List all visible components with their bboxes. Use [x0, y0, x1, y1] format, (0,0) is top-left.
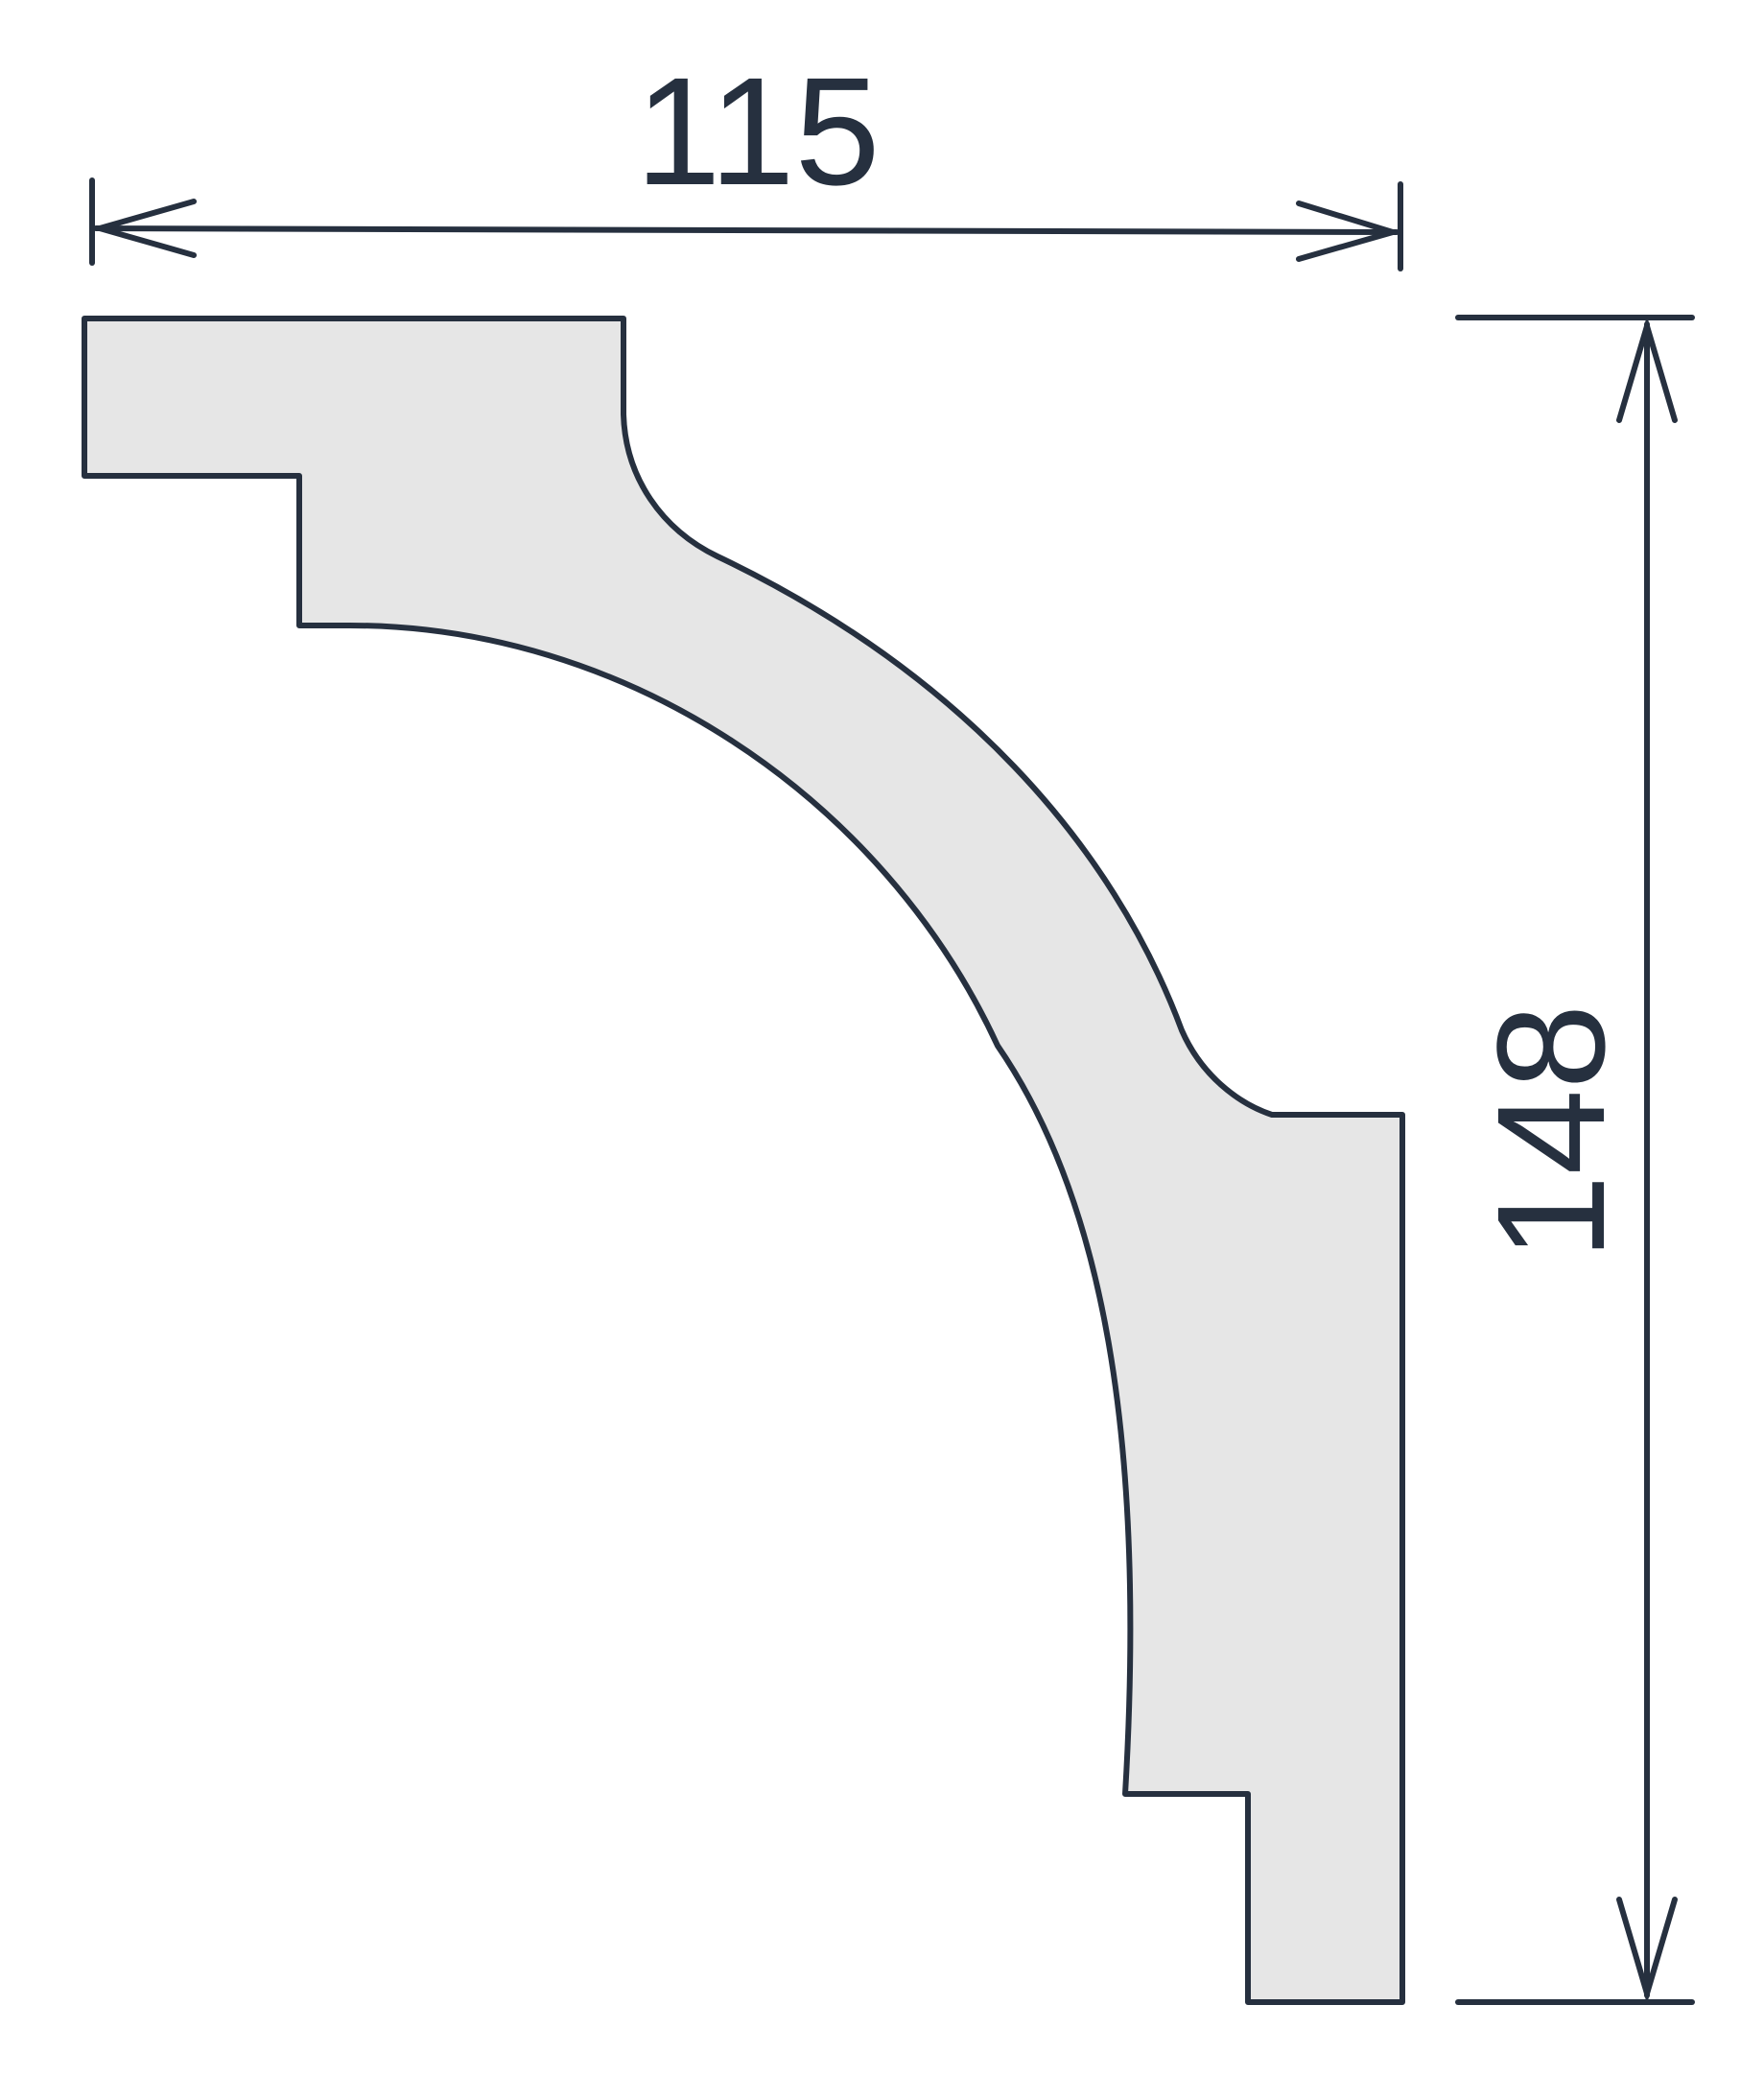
cornice-profile-shape [82, 316, 1405, 2005]
height-arrow-bottom-icon [1616, 1897, 1678, 2004]
width-dimension-line [93, 225, 1399, 235]
height-dimension-label: 148 [1465, 1004, 1636, 1261]
width-arrow-left-icon [89, 199, 197, 258]
height-dimension [1455, 315, 1695, 2005]
width-dimension [89, 177, 1403, 271]
height-arrow-top-icon [1616, 316, 1678, 423]
width-dimension-label: 115 [635, 45, 880, 217]
width-arrow-right-icon [1296, 201, 1403, 262]
